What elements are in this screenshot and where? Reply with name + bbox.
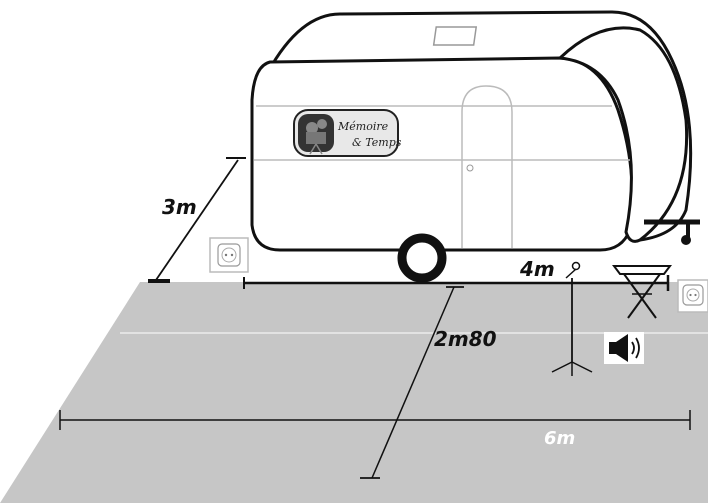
length-label: 4m: [519, 257, 555, 281]
logo-line-1: Mémoire: [337, 120, 389, 133]
film-camera-icon: [306, 119, 327, 155]
dimension-length: [243, 275, 670, 291]
dimension-pitch-width: [59, 410, 691, 430]
caravan-logo: Mémoire & Temps: [293, 109, 402, 157]
power-outlet-icon: [209, 237, 249, 273]
door-handle: [466, 164, 474, 172]
power-outlet-icon: [677, 279, 708, 313]
caravan-front: [556, 26, 689, 243]
caravan: Mémoire & Temps: [250, 10, 700, 283]
pitch-depth-label: 2m80: [434, 327, 497, 351]
caravan-wheel: [397, 233, 447, 283]
tow-hitch: [644, 219, 700, 245]
folding-table-icon: [612, 265, 672, 319]
logo-line-2: & Temps: [352, 136, 402, 149]
dimension-pitch-depth: [360, 286, 464, 479]
depth-label: 3m: [162, 195, 197, 219]
speaker-icon: [604, 332, 644, 364]
microphone-stand-icon: [551, 261, 593, 376]
pitch-width-label: 6m: [544, 428, 575, 449]
dimension-depth: [148, 157, 246, 283]
caravan-door: [461, 85, 513, 248]
roof-skylight: [432, 26, 478, 46]
ground-pitch: [0, 282, 708, 503]
